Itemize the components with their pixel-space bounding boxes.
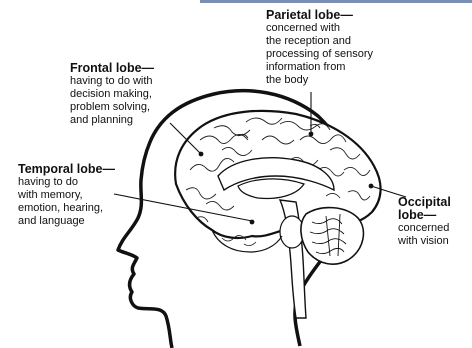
occipital-lobe-desc-2: with vision — [398, 235, 451, 248]
occipital-lobe-title-2: lobe— — [398, 209, 451, 222]
frontal-lobe-label: Frontal lobe— having to do with decision… — [70, 62, 154, 127]
cerebellum — [301, 208, 364, 265]
temporal-lobe-desc-2: with memory, — [18, 189, 115, 202]
frontal-lobe-desc-3: problem solving, — [70, 101, 154, 114]
parietal-lobe-label: Parietal lobe— concerned with the recept… — [266, 9, 373, 87]
frame-accent-bar — [200, 0, 472, 3]
temporal-lobe-title: Temporal lobe— — [18, 163, 115, 176]
parietal-lobe-desc-5: the body — [266, 74, 373, 87]
temporal-lobe-desc-1: having to do — [18, 176, 115, 189]
temporal-dot — [250, 220, 255, 225]
frontal-lobe-title: Frontal lobe— — [70, 62, 154, 75]
parietal-lobe-title: Parietal lobe— — [266, 9, 373, 22]
parietal-lobe-desc-4: information from — [266, 61, 373, 74]
frontal-lobe-desc-2: decision making, — [70, 88, 154, 101]
parietal-lobe-desc-1: concerned with — [266, 22, 373, 35]
parietal-lobe-desc-3: processing of sensory — [266, 48, 373, 61]
occipital-dot — [369, 184, 374, 189]
occipital-lobe-label: Occipital lobe— concerned with vision — [398, 196, 451, 248]
temporal-lobe-desc-4: and language — [18, 215, 115, 228]
parietal-lobe-desc-2: the reception and — [266, 35, 373, 48]
frontal-lobe-desc-4: and planning — [70, 114, 154, 127]
temporal-lobe-label: Temporal lobe— having to do with memory,… — [18, 163, 115, 228]
frontal-dot — [199, 152, 204, 157]
temporal-lobe-desc-3: emotion, hearing, — [18, 202, 115, 215]
frontal-lobe-desc-1: having to do with — [70, 75, 154, 88]
occipital-lobe-desc-1: concerned — [398, 222, 451, 235]
parietal-dot — [309, 132, 314, 137]
